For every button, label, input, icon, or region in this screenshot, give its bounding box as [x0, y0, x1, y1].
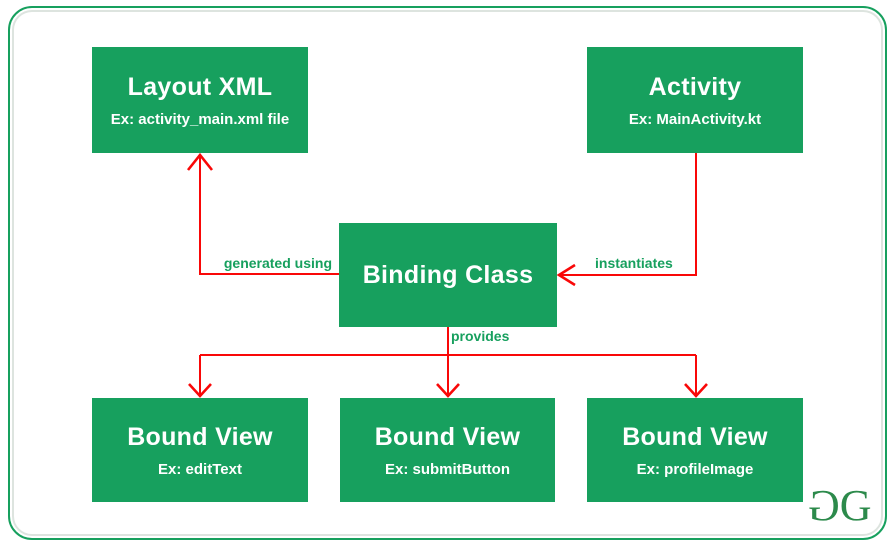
geeksforgeeks-logo: GG: [812, 481, 872, 530]
node-title: Bound View: [374, 422, 521, 451]
node-title: Bound View: [622, 422, 768, 451]
node-title: Layout XML: [127, 72, 273, 101]
node-title: Activity: [648, 72, 742, 101]
node-bound-view-submitbutton: Bound View Ex: submitButton: [340, 398, 555, 502]
node-subtitle: Ex: editText: [158, 460, 242, 478]
node-subtitle: Ex: profileImage: [636, 460, 754, 478]
node-activity: Activity Ex: MainActivity.kt: [587, 47, 803, 153]
node-layout-xml: Layout XML Ex: activity_main.xml file: [92, 47, 308, 153]
edge-label-generated-using: generated using: [223, 255, 332, 271]
logo-letter-g: G: [839, 481, 872, 530]
node-title: Binding Class: [362, 260, 534, 289]
node-bound-view-profileimage: Bound View Ex: profileImage: [587, 398, 803, 502]
node-subtitle: Ex: activity_main.xml file: [110, 110, 290, 128]
edge-label-provides: provides: [451, 328, 510, 344]
node-subtitle: Ex: submitButton: [385, 460, 510, 478]
node-title: Bound View: [127, 422, 273, 451]
node-subtitle: Ex: MainActivity.kt: [628, 110, 762, 128]
logo-letter-flipped-g: G: [812, 481, 840, 530]
node-binding-class: Binding Class: [339, 223, 557, 327]
node-bound-view-edittext: Bound View Ex: editText: [92, 398, 308, 502]
arrow-provides: [188, 327, 708, 398]
edge-label-instantiates: instantiates: [595, 255, 673, 271]
